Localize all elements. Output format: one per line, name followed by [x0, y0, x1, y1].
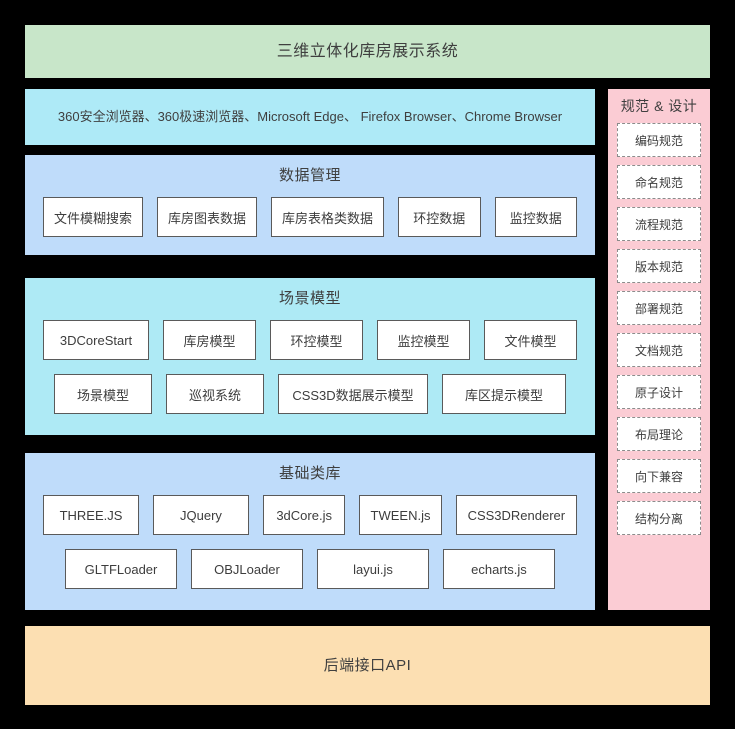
spec-and-design-panel: 规范 & 设计 编码规范 命名规范 流程规范 版本规范 部署规范 文档规范 原子…	[608, 89, 710, 610]
spec-chip-process-standard[interactable]: 流程规范	[617, 207, 701, 241]
backend-api-title: 后端接口API	[323, 657, 412, 674]
scene-model-layer: 场景模型 3DCoreStart 库房模型 环控模型 监控模型 文件模型 场景模…	[25, 278, 595, 435]
spec-chip-backward-compatibility[interactable]: 向下兼容	[617, 459, 701, 493]
spec-and-design-list: 编码规范 命名规范 流程规范 版本规范 部署规范 文档规范 原子设计 布局理论 …	[617, 123, 701, 535]
chip-3dcore-js[interactable]: 3dCore.js	[262, 495, 346, 535]
spec-chip-atomic-design[interactable]: 原子设计	[617, 375, 701, 409]
chip-three-js[interactable]: THREE.JS	[43, 495, 139, 535]
system-title: 三维立体化库房展示系统	[276, 42, 459, 60]
system-title-band: 三维立体化库房展示系统	[25, 25, 710, 78]
scene-model-row-1: 3DCoreStart 库房模型 环控模型 监控模型 文件模型	[25, 320, 595, 360]
spec-chip-version-standard[interactable]: 版本规范	[617, 249, 701, 283]
spec-chip-structure-separation[interactable]: 结构分离	[617, 501, 701, 535]
chip-monitoring-data[interactable]: 监控数据	[494, 197, 577, 237]
base-library-layer: 基础类库 THREE.JS JQuery 3dCore.js TWEEN.js …	[25, 453, 595, 610]
base-library-title: 基础类库	[278, 465, 341, 482]
chip-warehouse-model[interactable]: 库房模型	[163, 320, 257, 360]
chip-monitoring-model[interactable]: 监控模型	[377, 320, 471, 360]
spec-chip-coding-standard[interactable]: 编码规范	[617, 123, 701, 157]
chip-warehouse-chart-data[interactable]: 库房图表数据	[157, 197, 258, 237]
chip-css3drenderer[interactable]: CSS3DRenderer	[455, 495, 577, 535]
chip-file-model[interactable]: 文件模型	[484, 320, 577, 360]
base-library-row-2: GLTFLoader OBJLoader layui.js echarts.js	[25, 549, 595, 589]
base-library-row-1: THREE.JS JQuery 3dCore.js TWEEN.js CSS3D…	[25, 495, 595, 535]
chip-css3d-data-display-model[interactable]: CSS3D数据展示模型	[278, 374, 428, 414]
spec-chip-layout-theory[interactable]: 布局理论	[617, 417, 701, 451]
spec-chip-document-standard[interactable]: 文档规范	[617, 333, 701, 367]
browser-support-band: 360安全浏览器、360极速浏览器、Microsoft Edge、 Firefo…	[25, 89, 595, 145]
chip-file-fuzzy-search[interactable]: 文件模糊搜索	[43, 197, 144, 237]
chip-storage-area-tip-model[interactable]: 库区提示模型	[442, 374, 566, 414]
chip-3dcorestart[interactable]: 3DCoreStart	[43, 320, 150, 360]
chip-environment-control-model[interactable]: 环控模型	[270, 320, 364, 360]
chip-echarts-js[interactable]: echarts.js	[443, 549, 555, 589]
browser-support-text: 360安全浏览器、360极速浏览器、Microsoft Edge、 Firefo…	[57, 109, 563, 125]
data-management-title: 数据管理	[278, 167, 341, 184]
backend-api-band: 后端接口API	[25, 626, 710, 705]
data-management-layer: 数据管理 文件模糊搜索 库房图表数据 库房表格类数据 环控数据 监控数据	[25, 155, 595, 255]
chip-scene-model[interactable]: 场景模型	[54, 374, 152, 414]
chip-layui-js[interactable]: layui.js	[317, 549, 429, 589]
chip-jquery[interactable]: JQuery	[152, 495, 249, 535]
chip-objloader[interactable]: OBJLoader	[191, 549, 303, 589]
spec-chip-deployment-standard[interactable]: 部署规范	[617, 291, 701, 325]
chip-gltfloader[interactable]: GLTFLoader	[65, 549, 177, 589]
spec-chip-naming-standard[interactable]: 命名规范	[617, 165, 701, 199]
chip-patrol-system[interactable]: 巡视系统	[166, 374, 264, 414]
chip-tween-js[interactable]: TWEEN.js	[359, 495, 442, 535]
chip-warehouse-table-data[interactable]: 库房表格类数据	[271, 197, 385, 237]
spec-and-design-title: 规范 & 设计	[620, 98, 698, 114]
chip-environment-control-data[interactable]: 环控数据	[398, 197, 481, 237]
scene-model-title: 场景模型	[278, 290, 341, 307]
data-management-row: 文件模糊搜索 库房图表数据 库房表格类数据 环控数据 监控数据	[25, 197, 595, 237]
scene-model-row-2: 场景模型 巡视系统 CSS3D数据展示模型 库区提示模型	[25, 374, 595, 414]
